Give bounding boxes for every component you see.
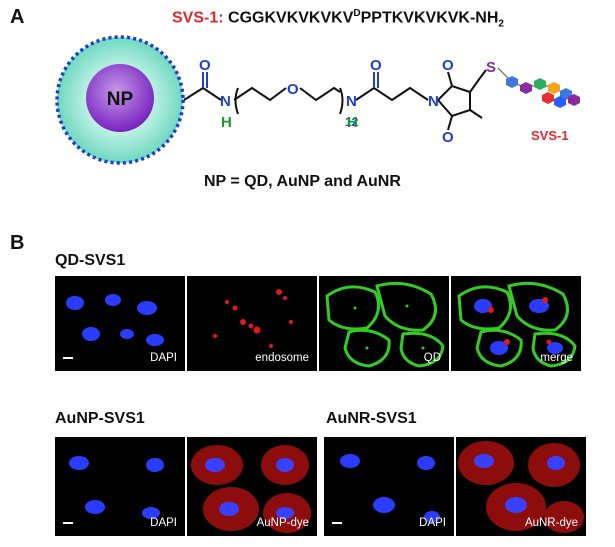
atom-h-amide-1: H <box>221 114 232 131</box>
qd-merge-tile: merge <box>451 276 581 371</box>
aunp-dapi-tile: DAPI <box>55 437 185 536</box>
svs1-sequence: SVS-1: CGGKVKVKVKVDPPTKVKVKVK-NH2 <box>172 8 504 30</box>
atom-o-ether: O <box>287 81 299 98</box>
aunr-dapi-tile: DAPI <box>324 437 454 536</box>
tile-label: DAPI <box>419 517 446 529</box>
atom-n-amide-1: N <box>220 93 231 110</box>
qd-green-tile: QD <box>319 276 449 371</box>
qd-endosome-tile: endosome <box>187 276 317 371</box>
sequence-subscript: 2 <box>498 18 504 30</box>
atom-o-carbonyl-2: O <box>370 57 382 74</box>
nanoparticle: NP <box>55 35 185 165</box>
panel-a-letter: A <box>10 6 25 28</box>
aunp-dye-tile: AuNP-dye <box>187 437 317 536</box>
atom-n-maleimide: N <box>428 93 439 110</box>
dapi-nuclei-image <box>66 294 164 346</box>
atom-n-amide-2: N <box>346 93 357 110</box>
aunr-row-title: AuNR-SVS1 <box>326 410 417 427</box>
scale-bar <box>63 522 73 524</box>
qd-fluorescence-image <box>325 281 445 368</box>
np-core-label: NP <box>107 89 134 110</box>
endosome-image <box>213 289 293 348</box>
conjugate-structure: NP O N H O 12 N H O N O O S <box>55 35 580 165</box>
scale-bar <box>63 357 73 359</box>
repeat-count: 12 <box>345 115 359 129</box>
scale-bar <box>332 522 342 524</box>
aunr-dye-image <box>458 441 584 533</box>
tile-label: endosome <box>255 352 309 364</box>
atom-h-amide-2: H <box>347 114 358 131</box>
tile-label: QD <box>423 352 441 364</box>
tile-label: DAPI <box>150 352 177 364</box>
sequence-part1: CGGKVKVKVKV <box>228 9 354 27</box>
sequence-d-marker: D <box>353 8 361 19</box>
dapi-nuclei-image <box>69 456 164 519</box>
atom-o-maleimide-bottom: O <box>442 129 454 146</box>
atom-o-maleimide-top: O <box>442 57 454 74</box>
tile-label: DAPI <box>150 517 177 529</box>
tile-label: AuNR-dye <box>524 517 578 529</box>
atom-s-thioether: S <box>486 59 496 76</box>
atom-o-carbonyl-1: O <box>199 57 211 74</box>
tile-label: merge <box>540 352 573 364</box>
aunp-row-title: AuNP-SVS1 <box>55 410 145 427</box>
linker-chain <box>183 69 487 131</box>
qd-row-title: QD-SVS1 <box>55 252 126 269</box>
sequence-part2: PPTKVKVKVK-NH <box>360 9 499 27</box>
aunr-dye-tile: AuNR-dye <box>456 437 586 536</box>
panel-b-letter: B <box>10 232 25 254</box>
sequence-label: SVS-1: <box>172 9 224 27</box>
merge-image <box>457 281 577 368</box>
tile-label: AuNP-dye <box>256 517 309 529</box>
aunp-dye-image <box>191 445 311 533</box>
np-definition: NP = QD, AuNP and AuNR <box>204 173 401 190</box>
peptide-beads <box>497 67 580 108</box>
dapi-nuclei-image <box>340 454 440 523</box>
peptide-label: SVS-1 <box>531 128 569 143</box>
qd-dapi-tile: DAPI <box>55 276 185 371</box>
